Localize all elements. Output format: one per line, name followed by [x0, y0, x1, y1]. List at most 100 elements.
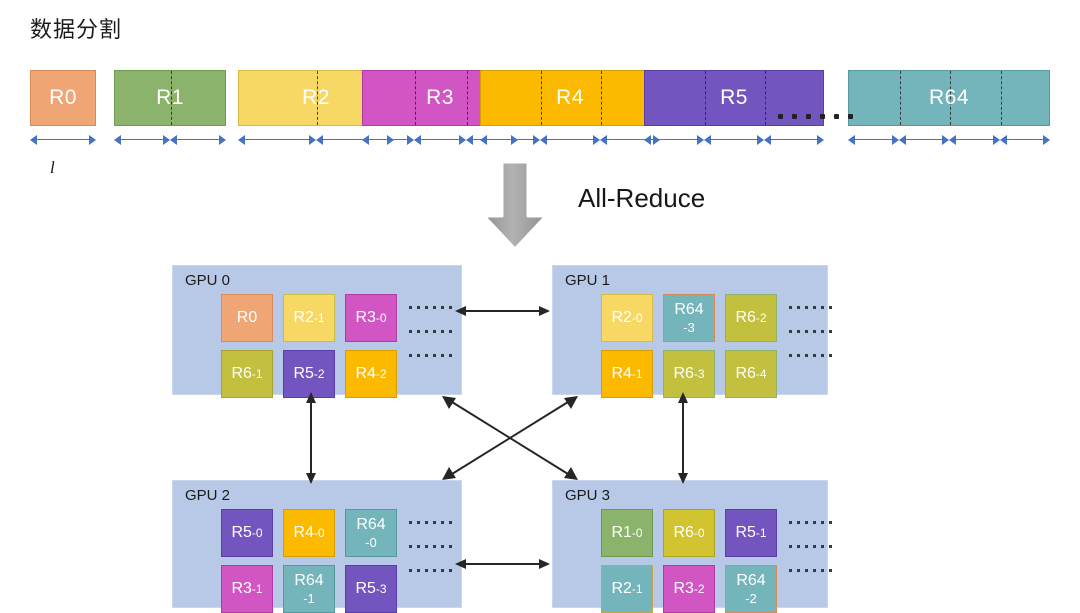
tile-label: R6: [673, 523, 694, 541]
tile-sublabel: -0: [313, 525, 325, 540]
memory-tile[interactable]: R5-2: [283, 350, 335, 398]
segment-divider: [950, 71, 951, 125]
measure-arrow: [600, 134, 660, 146]
tile-ellipsis: [409, 306, 452, 309]
tile-text: R5-0: [231, 524, 262, 542]
tile-label: R6: [735, 364, 756, 382]
tile-ellipsis: [409, 330, 452, 333]
memory-tile[interactable]: R6-2: [725, 294, 777, 342]
memory-tile[interactable]: R6-1: [221, 350, 273, 398]
tile-text: R4-2: [355, 365, 387, 383]
connector-gpu0-gpu2: [300, 392, 322, 484]
segment-label: R3: [426, 86, 454, 109]
data-segment-r64: R64: [848, 70, 1050, 126]
tile-label: R5: [355, 579, 376, 597]
tile-text: R6-0: [673, 523, 704, 542]
all-reduce-arrow-icon: [480, 160, 550, 252]
data-segment-r0: R0: [30, 70, 96, 126]
measure-arrow: [644, 134, 704, 146]
segment-label: R5: [720, 86, 748, 109]
segment-divider: [467, 71, 468, 125]
segment-divider: [317, 71, 318, 125]
tile-ellipsis: [409, 545, 452, 548]
tile-label: R64: [736, 571, 766, 589]
connector-diagonals: [440, 392, 580, 484]
tile-ellipsis: [789, 545, 832, 548]
measure-arrow: [480, 134, 540, 146]
tile-ellipsis: [789, 330, 832, 333]
measure-arrow: [114, 134, 170, 146]
memory-tile[interactable]: R2-0: [601, 294, 653, 342]
tile-label: R3: [673, 579, 694, 597]
tile-label: R0: [236, 308, 258, 326]
tile-label: R3: [355, 308, 376, 326]
memory-tile[interactable]: R64-1: [283, 565, 335, 613]
segment-label: R64: [928, 86, 970, 109]
tile-sublabel: -3: [375, 581, 387, 596]
memory-tile[interactable]: R4-0: [283, 509, 335, 557]
measure-arrow: [999, 134, 1050, 146]
tile-sublabel: -1: [631, 366, 643, 381]
tile-text: R2-0: [611, 309, 643, 327]
segment-divider: [1000, 71, 1002, 125]
memory-tile[interactable]: R3-0: [345, 294, 397, 342]
memory-tile[interactable]: R1-0: [601, 509, 653, 557]
tile-label: R4: [293, 523, 314, 541]
measure-arrow: [764, 134, 824, 146]
data-segment-r4: R4: [480, 70, 660, 126]
memory-tile[interactable]: R3-2: [663, 565, 715, 613]
tile-sublabel: -0: [631, 310, 643, 325]
tile-sublabel: -2: [375, 366, 387, 381]
memory-tile[interactable]: R5-1: [725, 509, 777, 557]
tile-label: R6: [735, 308, 756, 326]
segment-divider: [171, 71, 172, 125]
tile-ellipsis: [409, 569, 452, 572]
memory-tile[interactable]: R5-3: [345, 565, 397, 613]
memory-tile[interactable]: R5-0: [221, 509, 273, 557]
segment-divider: [705, 71, 706, 125]
memory-tile[interactable]: R6-4: [725, 350, 777, 398]
measure-arrow: [949, 134, 1000, 146]
tile-label: R64: [294, 571, 324, 589]
tile-text: R4-1: [611, 365, 643, 383]
memory-tile[interactable]: R6-0: [663, 509, 715, 557]
tile-text: R2-1: [611, 580, 642, 598]
tile-ellipsis: [789, 306, 832, 309]
tile-text: R3-1: [231, 579, 263, 598]
tile-ellipsis: [409, 521, 452, 524]
memory-tile[interactable]: R64-3: [663, 294, 715, 342]
tile-ellipsis: [789, 354, 832, 357]
tile-text: R6-2: [735, 308, 766, 327]
memory-tile[interactable]: R0: [221, 294, 273, 342]
segment-divider: [541, 71, 542, 125]
measure-arrow: [898, 134, 949, 146]
tile-text: R4-0: [293, 523, 325, 542]
memory-tile[interactable]: R4-1: [601, 350, 653, 398]
tile-text: R5-2: [293, 364, 324, 383]
tile-sublabel: -1: [251, 581, 263, 596]
memory-tile[interactable]: R2-1: [283, 294, 335, 342]
memory-tile[interactable]: R4-2: [345, 350, 397, 398]
measure-arrow: [704, 134, 764, 146]
tile-text: R6-1: [231, 365, 262, 383]
memory-tile[interactable]: R2-1: [601, 565, 653, 613]
tile-sublabel: -1: [755, 525, 767, 540]
length-label: l: [50, 158, 55, 177]
segment-divider: [415, 71, 416, 125]
memory-tile[interactable]: R3-1: [221, 565, 273, 613]
tile-ellipsis: [409, 354, 452, 357]
measure-arrow: [848, 134, 899, 146]
measure-arrow: [238, 134, 316, 146]
tile-label: R5: [293, 364, 314, 382]
tile-label: R1: [611, 523, 632, 541]
memory-tile[interactable]: R6-3: [663, 350, 715, 398]
tile-label: R3: [231, 579, 252, 597]
memory-tile[interactable]: R64-2: [725, 565, 777, 613]
tile-sublabel: -2: [745, 590, 757, 606]
tile-label: R2: [293, 308, 314, 326]
memory-tile[interactable]: R64-0: [345, 509, 397, 557]
